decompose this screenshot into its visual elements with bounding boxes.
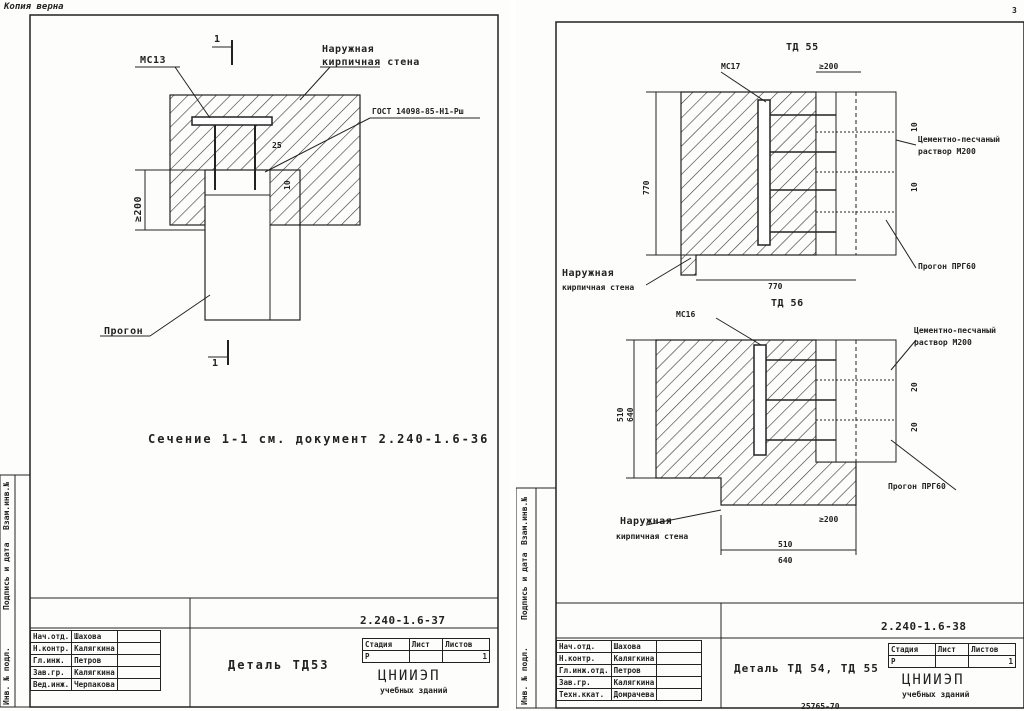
sheets-header: Листов	[968, 643, 1016, 656]
role: Н.контр.	[556, 652, 612, 665]
sheet-value	[934, 655, 970, 668]
role: Гл.инж.отд.	[556, 664, 612, 677]
left-roles-table: Нач.отд.Шахова Н.контр.Калягкина Гл.инж.…	[29, 630, 161, 691]
bottom-dim-20a: 20	[910, 382, 919, 392]
cut-mark-bottom: 1	[212, 358, 219, 369]
right-margin-replace: Взам.инв.№	[520, 496, 529, 545]
right-sheet: 3 ТД 55 МС17 ≥200 770 10 10 Цементно-пес…	[516, 0, 1024, 711]
top-progon: Прогон ПРГ60	[918, 262, 976, 271]
margin-replace: Взам.инв.№	[2, 481, 11, 530]
dim-200: ≥200	[133, 195, 144, 222]
right-drawing	[516, 21, 1024, 709]
left-sheet: Копия верна МС13 1 Наружная кирпичная ст…	[0, 0, 510, 711]
top-dim-200: ≥200	[819, 62, 839, 71]
top-dim-770h: 770	[768, 282, 783, 291]
page-number: 3	[1012, 6, 1017, 15]
mc16-label: МС16	[676, 310, 696, 319]
top-wall-1: Наружная	[562, 268, 615, 279]
sheet-header: Лист	[934, 643, 970, 656]
right-detail-title: Деталь ТД 54, ТД 55	[734, 662, 879, 675]
wall-label-1: Наружная	[322, 44, 375, 55]
right-roles-table: Нач.отд.Шахова Н.контр.Калягкина Гл.инж.…	[556, 640, 703, 701]
stage-header: Стадия	[362, 638, 410, 651]
name: Шахова	[610, 640, 658, 653]
wall-top	[680, 91, 817, 276]
name: Шахова	[71, 630, 118, 643]
role: Зав.гр.	[29, 666, 73, 679]
embedded-plate-mc13	[191, 116, 273, 126]
progon-beam	[204, 169, 301, 321]
sheets-value: 1	[968, 655, 1016, 668]
dim-10: 10	[283, 180, 292, 190]
stage-value: Р	[362, 650, 410, 663]
top-dim-10a: 10	[910, 122, 919, 132]
name: Калягкина	[71, 642, 118, 655]
bottom-dim-510v: 510	[616, 407, 625, 422]
bottom-dim-200: ≥200	[819, 515, 839, 524]
sheet-value	[408, 650, 444, 663]
role: Н.контр.	[29, 642, 73, 655]
bottom-mortar-2: раствор М200	[914, 338, 972, 347]
name: Черпакова	[71, 678, 118, 691]
name: Калягкина	[71, 666, 118, 679]
progon-label: Прогон	[104, 326, 144, 337]
right-org-sub: учебных зданий	[902, 690, 970, 699]
role: Гл.инж.	[29, 654, 73, 667]
mc17-label: МС17	[721, 62, 741, 71]
left-detail-title: Деталь ТД53	[228, 658, 330, 672]
bottom-dim-20b: 20	[910, 422, 919, 432]
top-mortar-1: Цементно-песчаный	[918, 135, 1000, 144]
role: Техн.ккат.	[556, 688, 612, 701]
left-doc-code: 2.240-1.6-37	[360, 614, 446, 627]
left-org-sub: учебных зданий	[380, 686, 448, 695]
top-wall-2: кирпичная стена	[562, 283, 635, 292]
left-drawing	[0, 14, 499, 708]
bottom-dim-640h: 640	[778, 556, 793, 565]
bottom-wall-1: Наружная	[620, 516, 673, 527]
bottom-mortar-1: Цементно-песчаный	[914, 326, 996, 335]
margin-sign: Подпись и дата	[2, 542, 11, 610]
dim-25: 25	[272, 141, 282, 150]
mc13-label: МС13	[140, 55, 167, 66]
sheets-value: 1	[442, 650, 490, 663]
name: Домрачева	[610, 688, 658, 701]
margin-inv: Инв. № подл.	[2, 647, 11, 705]
top-mortar-2: раствор М200	[918, 147, 976, 156]
bottom-note: 25765-70	[801, 702, 840, 711]
sheet-header: Лист	[408, 638, 444, 651]
right-org-name: ЦНИИЭП	[902, 672, 965, 688]
bottom-dim-640v: 640	[626, 407, 635, 422]
stage-value: Р	[888, 655, 936, 668]
role: Нач.отд.	[29, 630, 73, 643]
right-margin-sign: Подпись и дата	[520, 552, 529, 620]
cut-mark-top: 1	[214, 34, 221, 45]
wall-label-2: кирпичная стена	[322, 57, 420, 68]
sheets-header: Листов	[442, 638, 490, 651]
name: Калягкина	[610, 652, 658, 665]
bottom-progon: Прогон ПРГ60	[888, 482, 946, 491]
role: Нач.отд.	[556, 640, 612, 653]
role: Вед.инж.	[29, 678, 73, 691]
right-margin-inv: Инв. № подл.	[520, 647, 529, 705]
td56-title: ТД 56	[771, 298, 804, 309]
left-org-name: ЦНИИЭП	[378, 668, 441, 684]
top-dim-770v: 770	[642, 180, 651, 195]
stamp-text: Копия верна	[4, 2, 64, 12]
bottom-wall-2: кирпичная стена	[616, 532, 689, 541]
right-doc-code: 2.240-1.6-38	[881, 620, 967, 633]
gost-label: ГОСТ 14098-85-Н1-Рш	[372, 107, 464, 116]
td55-title: ТД 55	[786, 42, 819, 53]
name: Петров	[71, 654, 118, 667]
name: Калягкина	[610, 676, 658, 689]
name: Петров	[610, 664, 658, 677]
top-dim-10b: 10	[910, 182, 919, 192]
bottom-dim-510h: 510	[778, 540, 793, 549]
section-note: Сечение 1-1 см. документ 2.240-1.6-36	[148, 432, 490, 446]
stage-header: Стадия	[888, 643, 936, 656]
role: Зав.гр.	[556, 676, 612, 689]
